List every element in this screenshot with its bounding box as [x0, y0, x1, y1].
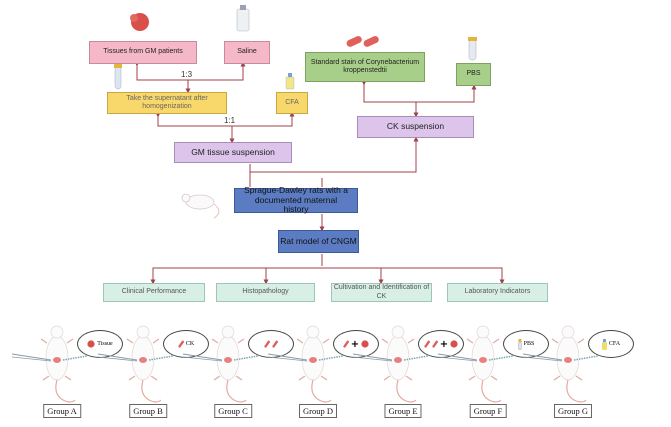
- tissue-icon: [87, 340, 95, 348]
- group-label: Group A: [43, 404, 81, 418]
- bacteria-icon: [272, 340, 278, 348]
- supernatant-box: Take the supernatant after homogenizatio…: [107, 92, 227, 114]
- injection-bubble: CFA: [588, 330, 634, 358]
- outcome-laboratory-indicators: Laboratory Indicators: [447, 283, 548, 302]
- bacteria-icon: [424, 340, 430, 348]
- pbs-box: PBS: [456, 63, 491, 86]
- tissue-sample-icon: [130, 13, 149, 31]
- tissue-icon: [450, 340, 458, 348]
- rat-icon: [352, 325, 429, 403]
- rat-icon: [11, 325, 88, 403]
- tissue-icon: [361, 340, 369, 348]
- bacteria-icon: [432, 340, 438, 348]
- ratio-label: 1:1: [224, 116, 236, 125]
- group-label: Group F: [469, 404, 507, 418]
- outcome-clinical-performance: Clinical Performance: [103, 283, 205, 302]
- bacteria-icon: [264, 340, 270, 348]
- bacteria-icon: [343, 340, 349, 348]
- plus-icon: +: [350, 338, 360, 350]
- injection-bubble: +: [333, 330, 379, 358]
- gm-suspension-box: GM tissue suspension: [174, 142, 292, 163]
- rat-icon: [437, 325, 514, 403]
- injection-bubble: CK: [163, 330, 209, 358]
- group-label: Group G: [554, 404, 592, 418]
- tube-icon: [114, 64, 122, 90]
- standard-strain-box: Standard stain of Corynebacterium kroppe…: [305, 52, 425, 82]
- group-label: Group C: [214, 404, 252, 418]
- tube-icon: [517, 338, 522, 350]
- rat-icon: [97, 325, 174, 403]
- rat-icon: [522, 325, 599, 403]
- cfa-box: CFA: [276, 92, 308, 114]
- bubble-text: CFA: [608, 341, 621, 347]
- rat-icon: [267, 325, 344, 403]
- outcome-cultivation: Cultivation and Identification of CK: [331, 283, 432, 302]
- saline-box: Saline: [224, 41, 270, 64]
- group-label: Group E: [384, 404, 422, 418]
- injection-bubble: [248, 330, 294, 358]
- bacteria-icon: [346, 36, 379, 47]
- group-label: Group B: [129, 404, 167, 418]
- ratio-label: 1:3: [181, 70, 193, 79]
- rat-icon: [182, 325, 259, 403]
- ck-suspension-box: CK suspension: [357, 116, 474, 138]
- rat-model-box: Rat model of CNGM: [278, 230, 359, 253]
- outcome-histopathology: Histopathology: [216, 283, 315, 302]
- bacteria-icon: [178, 340, 184, 348]
- bottle-icon: [601, 338, 607, 350]
- rat-icon: [181, 193, 220, 219]
- plus-icon: +: [439, 338, 449, 350]
- bubble-text: Tissue: [97, 341, 113, 347]
- bubble-text: CK: [185, 341, 195, 347]
- sd-rats-box: Sprague-Dawley rats with a documented ma…: [234, 185, 358, 214]
- group-label: Group D: [299, 404, 337, 418]
- saline-bottle-icon: [236, 5, 250, 32]
- tissues-box: Tissues from GM patients: [89, 41, 197, 64]
- pbs-tube-icon: [468, 37, 477, 61]
- cfa-bottle-icon: [285, 73, 295, 90]
- bubble-text: PBS: [523, 341, 535, 347]
